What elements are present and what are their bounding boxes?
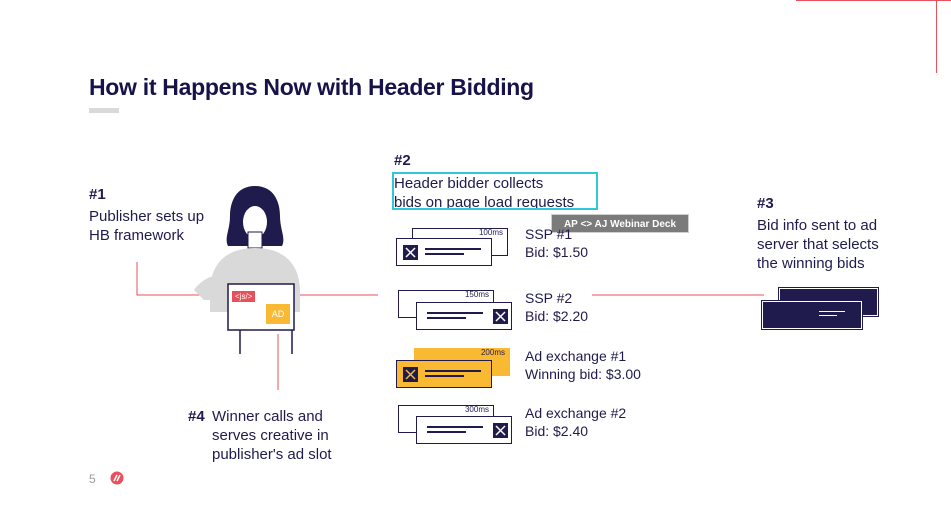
publisher-face bbox=[243, 206, 267, 238]
text-lines-icon bbox=[819, 311, 845, 316]
publisher-neck bbox=[247, 231, 263, 249]
bid-amount: Winning bid: $3.00 bbox=[525, 366, 641, 382]
bidder-name: Ad exchange #2 bbox=[525, 405, 627, 421]
bid-info: SSP #2 Bid: $2.20 bbox=[525, 289, 588, 325]
x-icon bbox=[403, 245, 418, 260]
deck-tooltip: AP <> AJ Webinar Deck bbox=[551, 214, 689, 233]
step1-line: Publisher sets up bbox=[89, 208, 205, 225]
text-lines-icon bbox=[425, 248, 481, 258]
step1-text: Publisher sets up HB framework bbox=[89, 207, 204, 245]
bid-amount: Bid: $2.20 bbox=[525, 308, 589, 324]
x-icon bbox=[493, 309, 508, 324]
corner-line-vertical bbox=[936, 0, 937, 73]
bid-info: SSP #1 Bid: $1.50 bbox=[525, 225, 588, 261]
step4-number: #4 bbox=[188, 408, 205, 425]
step1-line: HB framework bbox=[89, 227, 185, 244]
bid-info: Ad exchange #1 Winning bid: $3.00 bbox=[525, 347, 641, 383]
bidder-name: SSP #1 bbox=[525, 226, 573, 242]
step3-text: Bid info sent to ad server that selects … bbox=[757, 216, 879, 273]
page-number: 5 bbox=[89, 472, 96, 486]
bidder-name: SSP #2 bbox=[525, 290, 573, 306]
title-underline bbox=[89, 108, 119, 113]
ad-slot: AD bbox=[266, 304, 290, 324]
step4-line: serves creative in bbox=[212, 427, 329, 444]
bid-time: 150ms bbox=[464, 290, 489, 299]
x-icon bbox=[403, 367, 418, 382]
bid-time: 200ms bbox=[480, 348, 505, 357]
step2-number: #2 bbox=[394, 152, 411, 169]
js-code-tag: <js/> bbox=[232, 291, 256, 302]
step2-line: bids on page load requests bbox=[394, 194, 575, 211]
text-lines-icon bbox=[425, 370, 481, 380]
selection-highlight bbox=[392, 172, 598, 210]
x-icon bbox=[493, 423, 508, 438]
ad-server-front bbox=[761, 300, 863, 330]
bid-time: 300ms bbox=[464, 405, 489, 414]
text-lines-icon bbox=[427, 312, 483, 322]
step3-number: #3 bbox=[757, 195, 774, 212]
step2-line: Header bidder collects bbox=[394, 175, 544, 192]
text-lines-icon bbox=[427, 426, 483, 436]
corner-line-horizontal bbox=[796, 0, 951, 1]
step3-line: the winning bids bbox=[757, 255, 865, 272]
bidder-name: Ad exchange #1 bbox=[525, 348, 627, 364]
step3-line: Bid info sent to ad bbox=[757, 217, 878, 234]
step4-line: publisher's ad slot bbox=[212, 446, 332, 463]
step2-text: Header bidder collects bids on page load… bbox=[394, 174, 574, 212]
bid-time: 100ms bbox=[478, 228, 503, 237]
step4-text: Winner calls and serves creative in publ… bbox=[212, 407, 332, 464]
step3-line: server that selects bbox=[757, 236, 879, 253]
step1-number: #1 bbox=[89, 186, 106, 203]
bid-amount: Bid: $2.40 bbox=[525, 423, 589, 439]
bid-card-front bbox=[416, 302, 512, 330]
bid-card-front-winner bbox=[396, 360, 492, 388]
bid-info: Ad exchange #2 Bid: $2.40 bbox=[525, 404, 626, 440]
bid-card-front bbox=[416, 416, 512, 444]
brand-logo-icon bbox=[110, 471, 124, 485]
bid-amount: Bid: $1.50 bbox=[525, 244, 589, 260]
publisher-illustration bbox=[194, 186, 300, 354]
publisher-arm bbox=[194, 274, 236, 300]
page-title: How it Happens Now with Header Bidding bbox=[89, 74, 534, 100]
bid-card-front bbox=[396, 238, 492, 266]
step4-line: Winner calls and bbox=[212, 408, 323, 425]
